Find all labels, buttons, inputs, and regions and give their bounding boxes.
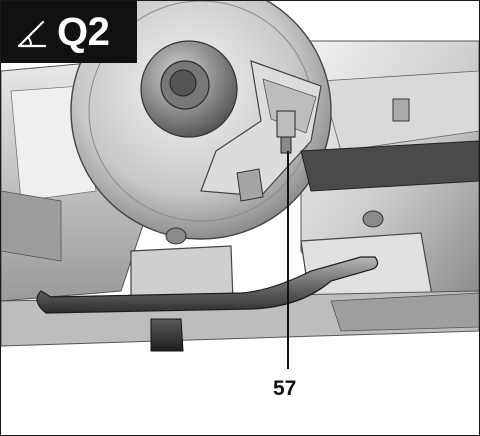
step-label: Q2 <box>57 10 110 54</box>
carry-handle <box>36 256 379 314</box>
angle-icon <box>17 20 47 48</box>
callout-number: 57 <box>273 377 297 400</box>
step-label-box: Q2 <box>1 1 137 63</box>
adjustment-bolt-57 <box>276 110 296 154</box>
